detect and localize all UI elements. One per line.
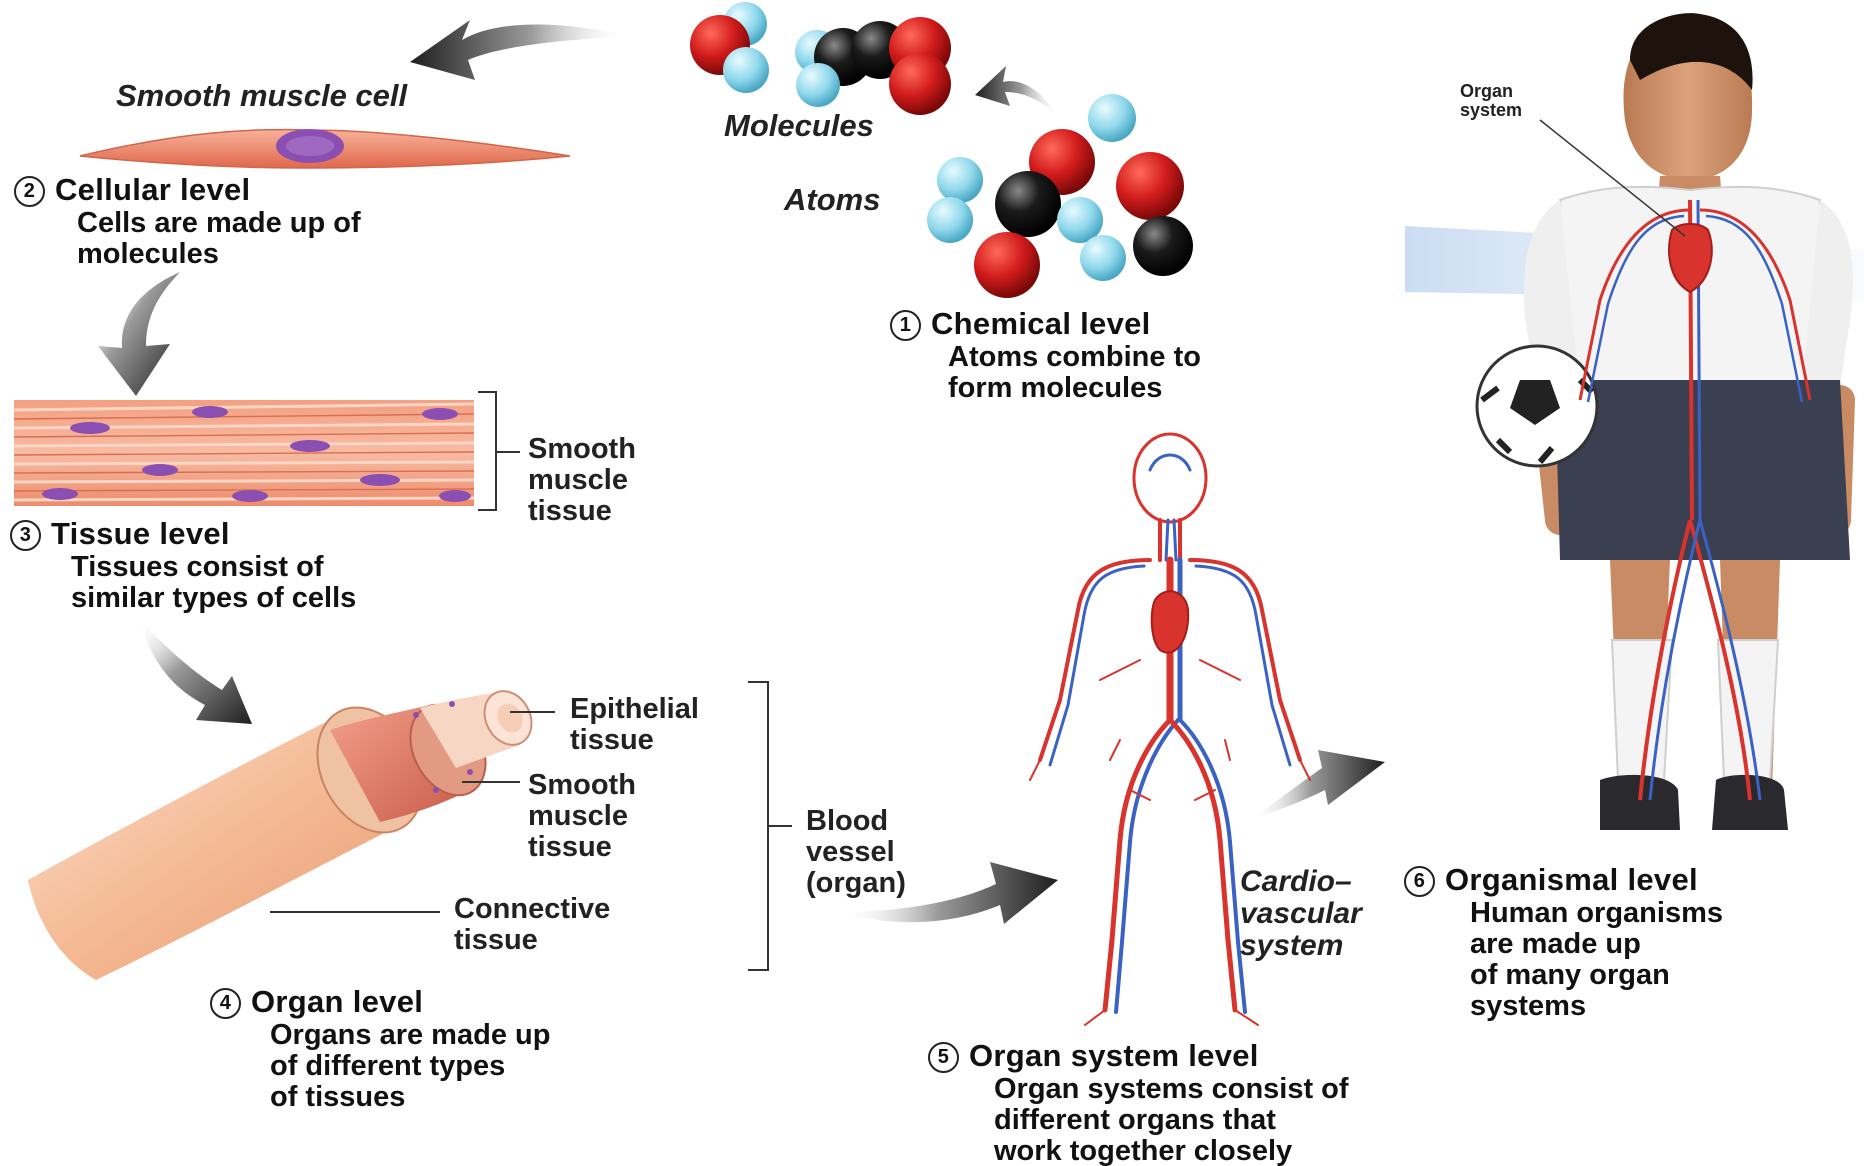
epithelial-tissue-label-line: Epithelial	[570, 694, 699, 725]
level-2-block: 2 Cellular level Cells are made up of mol…	[14, 172, 361, 270]
level-1-description: Atoms combine to form molecules	[948, 342, 1201, 404]
arrow-tissue-to-organ	[140, 620, 252, 724]
level-5-block: 5 Organ system level Organ systems consis…	[928, 1038, 1349, 1166]
blood-vessel-label-line: (organ)	[806, 868, 906, 899]
connective-tissue-label-line: tissue	[454, 925, 610, 956]
level-2-heading: 2 Cellular level	[14, 172, 361, 208]
level-6-number: 6	[1404, 866, 1435, 897]
level-6-description: Human organisms are made up of many orga…	[1470, 898, 1723, 1022]
level-3-number: 3	[10, 520, 41, 551]
level-6-desc-line: of many organ	[1470, 960, 1723, 991]
level-3-block: 3 Tissue level Tissues consist of similar…	[10, 516, 356, 614]
level-1-title: Chemical level	[931, 306, 1151, 341]
molecules-cluster	[690, 2, 951, 115]
level-1-desc-line: form molecules	[948, 373, 1201, 404]
blood-vessel-label-line: Blood	[806, 806, 906, 837]
arrow-system-to-organism	[1250, 750, 1385, 820]
atoms-cluster	[927, 94, 1193, 298]
level-6-desc-line: Human organisms	[1470, 898, 1723, 929]
soccer-player-figure	[1405, 13, 1864, 830]
smooth-muscle-cell-label: Smooth muscle cell	[116, 78, 407, 114]
organ-system-callout-line: system	[1460, 101, 1522, 120]
epithelial-tissue-label: Epithelial tissue	[570, 694, 699, 756]
level-1-block: 1 Chemical level Atoms combine to form mo…	[890, 306, 1201, 404]
tissue-bracket	[478, 392, 520, 510]
level-2-desc-line: Cells are made up of	[77, 208, 361, 239]
level-5-desc-line: Organ systems consist of	[994, 1074, 1349, 1105]
level-4-desc-line: of tissues	[270, 1082, 550, 1113]
organ-bracket	[748, 682, 792, 970]
blood-vessel-label-line: vessel	[806, 837, 906, 868]
connective-tissue-label-line: Connective	[454, 894, 610, 925]
level-6-desc-line: systems	[1470, 991, 1723, 1022]
level-3-description: Tissues consist of similar types of cell…	[71, 552, 356, 614]
level-2-number: 2	[14, 176, 45, 207]
smooth-muscle-tissue-label-line: muscle	[528, 465, 636, 496]
level-5-desc-line: work together closely	[994, 1136, 1349, 1166]
cardiovascular-system-label: Cardio– vascular system	[1240, 866, 1362, 962]
smooth-muscle-tissue-label-line: tissue	[528, 496, 636, 527]
level-5-description: Organ systems consist of different organ…	[994, 1074, 1349, 1166]
arrow-atoms-to-molecules	[975, 66, 1060, 118]
level-4-desc-line: of different types	[270, 1051, 550, 1082]
level-1-number: 1	[890, 310, 921, 341]
level-4-number: 4	[210, 988, 241, 1019]
organ-smooth-muscle-label-line: Smooth	[528, 770, 636, 801]
organ-system-callout: Organ system	[1460, 82, 1522, 120]
atoms-label: Atoms	[784, 182, 880, 218]
level-6-desc-line: are made up	[1470, 929, 1723, 960]
level-6-heading: 6 Organismal level	[1404, 862, 1723, 898]
level-2-desc-line: molecules	[77, 239, 361, 270]
level-3-heading: 3 Tissue level	[10, 516, 356, 552]
connective-tissue-label: Connective tissue	[454, 894, 610, 956]
organ-system-callout-line: Organ	[1460, 82, 1522, 101]
organ-smooth-muscle-label-line: tissue	[528, 832, 636, 863]
epithelial-tissue-label-line: tissue	[570, 725, 699, 756]
organ-smooth-muscle-label: Smooth muscle tissue	[528, 770, 636, 863]
blood-vessel-label: Blood vessel (organ)	[806, 806, 906, 899]
level-4-heading: 4 Organ level	[210, 984, 550, 1020]
level-5-number: 5	[928, 1042, 959, 1073]
cardiovascular-label-line: Cardio–	[1240, 866, 1362, 898]
arrow-cell-to-tissue	[98, 272, 180, 396]
level-4-desc-line: Organs are made up	[270, 1020, 550, 1051]
arrow-molecules-to-cell	[410, 20, 630, 80]
level-4-description: Organs are made up of different types of…	[270, 1020, 550, 1113]
smooth-muscle-tissue-label: Smooth muscle tissue	[528, 434, 636, 527]
level-1-desc-line: Atoms combine to	[948, 342, 1201, 373]
level-1-heading: 1 Chemical level	[890, 306, 1201, 342]
level-2-title: Cellular level	[55, 172, 250, 207]
level-4-title: Organ level	[251, 984, 423, 1019]
level-5-heading: 5 Organ system level	[928, 1038, 1349, 1074]
level-3-title: Tissue level	[51, 516, 230, 551]
cardiovascular-label-line: vascular	[1240, 898, 1362, 930]
level-5-title: Organ system level	[969, 1038, 1259, 1073]
smooth-muscle-tissue-label-line: Smooth	[528, 434, 636, 465]
level-6-title: Organismal level	[1445, 862, 1698, 897]
cardiovascular-label-line: system	[1240, 930, 1362, 962]
level-3-desc-line: similar types of cells	[71, 583, 356, 614]
level-2-description: Cells are made up of molecules	[77, 208, 361, 270]
organ-smooth-muscle-label-line: muscle	[528, 801, 636, 832]
level-6-block: 6 Organismal level Human organisms are ma…	[1404, 862, 1723, 1022]
smooth-muscle-cell	[80, 129, 570, 168]
smooth-muscle-tissue	[14, 400, 474, 506]
level-4-block: 4 Organ level Organs are made up of diffe…	[210, 984, 550, 1113]
molecules-label: Molecules	[724, 108, 874, 144]
level-3-desc-line: Tissues consist of	[71, 552, 356, 583]
level-5-desc-line: different organs that	[994, 1105, 1349, 1136]
